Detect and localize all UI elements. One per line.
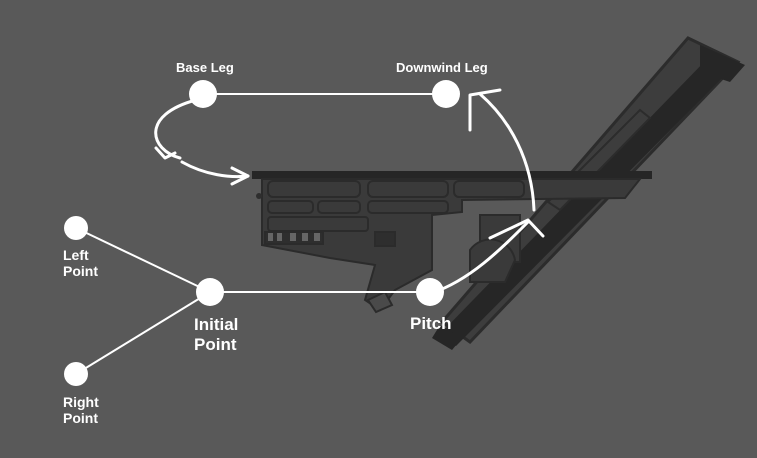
waypoint-base-leg (189, 80, 217, 108)
apron-buildings (261, 178, 643, 312)
label-pitch: Pitch (410, 314, 452, 333)
base-turn-arrowhead-small (154, 146, 177, 160)
final-approach-arrow (180, 160, 250, 179)
downwind-turn-arrow (478, 92, 536, 212)
waypoint-downwind-leg (432, 80, 460, 108)
base-turn-arrow (154, 98, 198, 160)
horizontal-runway (252, 171, 652, 179)
label-left-point: Left Point (63, 247, 98, 279)
flight-path (75, 93, 446, 375)
label-left-point-line2: Point (63, 263, 98, 280)
waypoint-initial-point (196, 278, 224, 306)
label-base-leg: Base Leg (176, 60, 234, 75)
waypoint-pitch (416, 278, 444, 306)
label-right-point-line1: Right (63, 394, 99, 410)
downwind-turn-arrowhead (468, 88, 502, 132)
label-initial-point: Initial Point (194, 315, 238, 354)
pitch-turn-arrowhead (488, 218, 545, 240)
label-right-point: Right Point (63, 394, 99, 426)
label-initial-point-line1: Initial (194, 315, 239, 334)
label-initial-point-line2: Point (194, 334, 237, 354)
turn-arrows (154, 88, 545, 295)
pitch-turn-arrow (430, 220, 530, 295)
label-left-point-line1: Left (63, 247, 89, 263)
waypoints (64, 80, 460, 386)
right-point-path (75, 291, 211, 375)
label-downwind-leg: Downwind Leg (396, 60, 488, 75)
waypoint-left-point (64, 216, 88, 240)
small-structures (268, 233, 320, 241)
left-point-path (75, 227, 211, 293)
final-approach-arrowhead (230, 166, 250, 186)
label-right-point-line2: Point (63, 410, 98, 427)
airfield-layout (252, 36, 745, 350)
waypoint-right-point (64, 362, 88, 386)
